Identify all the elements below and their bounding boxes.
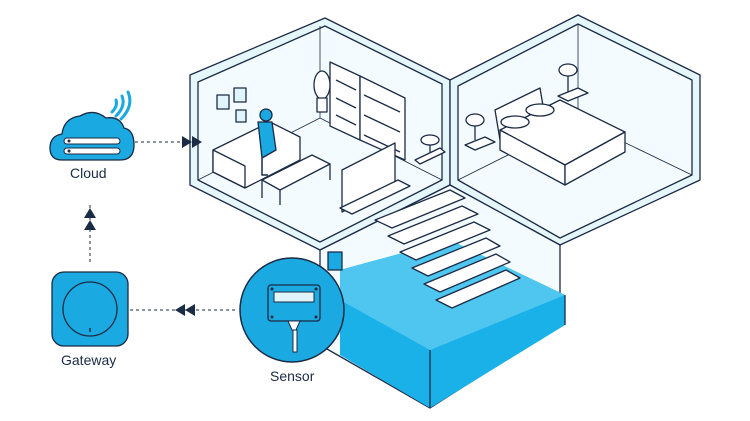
living-room [189, 17, 451, 251]
gateway-icon [51, 271, 129, 347]
sensor-label: Sensor [270, 368, 315, 384]
mounted-sensor-icon [327, 251, 343, 271]
wifi-icon [110, 90, 132, 121]
house-illustration [189, 14, 701, 409]
cloud-icon [49, 111, 135, 161]
double-arrow-icon [182, 136, 202, 148]
cloud-label: Cloud [70, 165, 107, 181]
double-arrow-icon [175, 304, 195, 316]
sensor-icon [239, 257, 345, 363]
basement [319, 184, 566, 409]
gateway-label: Gateway [61, 352, 117, 368]
double-arrow-icon [84, 208, 96, 230]
